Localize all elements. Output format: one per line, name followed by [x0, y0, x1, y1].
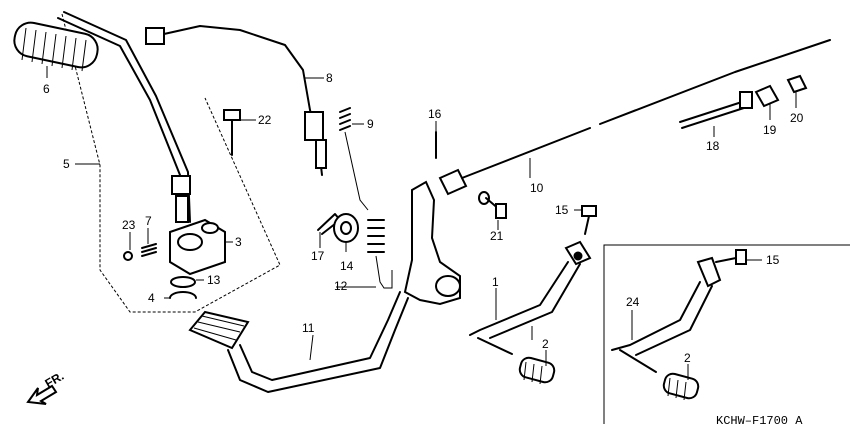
diagram-code: KCHW–F1700 A [716, 414, 803, 428]
callout-leaders [46, 66, 797, 380]
gearshift-pedal-24-part [611, 256, 722, 373]
callout-9: 9 [367, 117, 374, 131]
pin-21-part [478, 191, 507, 219]
kick-rubber-grip-part [13, 21, 99, 72]
front-direction-arrow-icon [26, 384, 58, 405]
callout-6: 6 [43, 82, 50, 96]
callout-15-upper: 15 [555, 203, 569, 217]
callout-8: 8 [326, 71, 333, 85]
bolt-15-upper-part [581, 205, 597, 235]
nut-20-part [786, 74, 808, 94]
washer-13-part [170, 276, 196, 288]
callout-5: 5 [63, 157, 70, 171]
callout-3: 3 [235, 235, 242, 249]
brake-rod-10-part [438, 39, 831, 196]
brake-pedal-11-part [188, 180, 461, 393]
spring-9-part [339, 107, 369, 211]
callout-7: 7 [145, 214, 152, 228]
callout-22: 22 [258, 113, 272, 127]
callout-2-right: 2 [684, 351, 691, 365]
callout-14: 14 [340, 259, 354, 273]
alternative-assembly-frame [603, 244, 850, 424]
callout-4: 4 [148, 291, 155, 305]
bolt-15-right-part [715, 249, 747, 265]
callout-15-right: 15 [766, 253, 780, 267]
callout-16: 16 [428, 107, 442, 121]
switch-harness-8-part [145, 25, 327, 176]
pedal-rubber-2-left-part [518, 356, 556, 385]
callout-2-left: 2 [542, 337, 549, 351]
callout-19: 19 [763, 123, 777, 137]
callout-17: 17 [311, 249, 325, 263]
callout-18: 18 [706, 139, 720, 153]
return-spring-12-part [367, 219, 393, 289]
callout-11: 11 [302, 321, 315, 335]
bolt-22-part [223, 109, 241, 156]
callout-13: 13 [207, 273, 221, 287]
callout-12: 12 [334, 279, 348, 293]
gearshift-pedal-1-part [469, 240, 592, 355]
callout-10: 10 [530, 181, 544, 195]
circlip-4-part [169, 291, 197, 299]
kick-starter-arm-part [57, 11, 191, 223]
ball-23-part [123, 251, 133, 261]
spring-18-part [679, 91, 753, 129]
joint-19-part [754, 84, 780, 108]
front-direction-label: FR. [43, 369, 67, 391]
washer-14-part [333, 213, 359, 243]
callout-23: 23 [122, 218, 136, 232]
kick-clamp-part [169, 218, 226, 276]
callout-1: 1 [492, 275, 499, 289]
callout-20: 20 [790, 111, 804, 125]
callout-24: 24 [626, 295, 640, 309]
kick-spring-7-part [141, 243, 157, 257]
kick-lever-group-outline [61, 13, 281, 313]
callout-21: 21 [490, 229, 504, 243]
pedal-rubber-2-right-part [662, 372, 700, 401]
